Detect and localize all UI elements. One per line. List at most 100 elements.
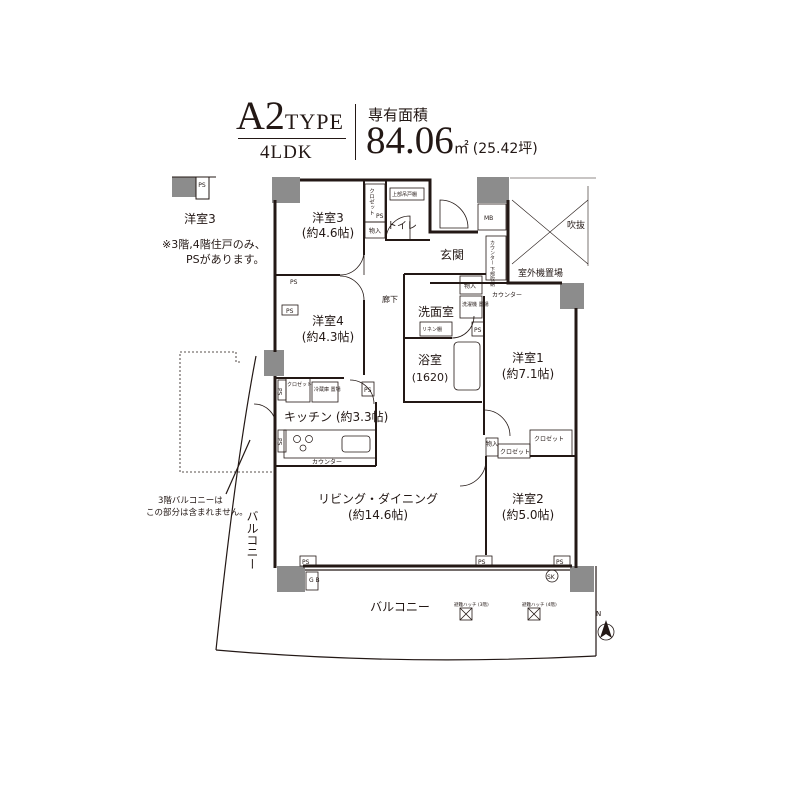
upper-cabinet-toilet xyxy=(389,187,425,201)
label-washer: 洗濯機 置場 xyxy=(462,301,489,308)
burner-2 xyxy=(305,435,313,443)
wall-corridor-east xyxy=(403,274,482,403)
label-storage-wash: 物入 xyxy=(464,282,476,290)
label-counter-entrance: カウンター xyxy=(492,291,522,299)
storage-units xyxy=(277,183,573,591)
header-divider xyxy=(355,104,356,160)
linen-shelf xyxy=(419,321,453,337)
column-se xyxy=(570,566,594,592)
type-underline xyxy=(238,138,346,139)
door-bath xyxy=(451,315,475,339)
inset-note-line2: PSがあります。 xyxy=(186,252,265,266)
label-ps-wall: PS xyxy=(286,308,294,315)
door-w1 xyxy=(483,409,511,437)
column-sw xyxy=(277,566,305,592)
type-code-letter: A2 xyxy=(236,93,285,138)
void-lines xyxy=(510,177,596,266)
balcony-bottom xyxy=(215,649,597,661)
door-kitchen xyxy=(253,403,277,427)
room-toilet: トイレ xyxy=(387,221,417,232)
hatch-3f xyxy=(459,607,473,621)
bathtub xyxy=(453,341,481,391)
room-bathroom-name: 浴室 xyxy=(418,352,442,367)
hatch-3f-x xyxy=(459,607,473,621)
ps-wall-1 xyxy=(281,304,299,316)
storage-wash xyxy=(459,275,483,295)
label-ps-balcony-c: PS xyxy=(478,559,486,566)
ps-kitchen-1 xyxy=(277,379,287,401)
label-counter-kitchen: カウンター xyxy=(312,458,342,466)
room-living-size: (約14.6帖) xyxy=(348,507,408,522)
label-upper-cabinet: 上部吊戸棚 xyxy=(392,191,417,198)
label-gb: G B xyxy=(309,577,320,584)
ps-balcony-c xyxy=(475,555,493,567)
door-swings xyxy=(253,199,511,487)
label-ps-balcony-e: PS xyxy=(556,559,564,566)
balcony-west-curve xyxy=(215,355,257,651)
room-western4-size: (約4.3帖) xyxy=(302,329,354,344)
inset-western3: PS 洋室3 xyxy=(172,176,216,226)
room-outdoor-unit: 室外機置場 xyxy=(518,267,563,279)
storage-w3 xyxy=(364,221,386,239)
room-balcony-west: バルコニー xyxy=(245,510,259,570)
label-sk: SK xyxy=(547,574,556,581)
label-closet-w2: クロゼット xyxy=(500,448,530,456)
room-western2-name: 洋室2 xyxy=(512,491,544,506)
inset-wall-block xyxy=(172,177,196,197)
label-closet-w3: クロゼット xyxy=(368,188,375,216)
area-label: 専有面積 xyxy=(368,106,429,124)
ps-wash xyxy=(471,321,485,337)
ps-balcony-w xyxy=(299,555,317,567)
room-void: 吹抜 xyxy=(567,219,585,231)
inset-ps-label: PS xyxy=(198,182,206,189)
room-western2-size: (約5.0帖) xyxy=(502,507,554,522)
door-entrance xyxy=(439,199,469,229)
label-ps-kitchen-1: PS xyxy=(276,388,283,396)
closet-w1 xyxy=(529,429,573,457)
fixture-labels: クロゼット 物入 上部吊戸棚 PS カウンター 下部収納 カウンター 物入 洗濯… xyxy=(276,188,565,608)
label-hatch-4f: 避難ハッチ (4階) xyxy=(522,601,557,608)
burner-3 xyxy=(299,444,307,452)
column-n-mid xyxy=(477,177,509,203)
shoe-counter-box xyxy=(485,235,507,281)
ps-kitchen-2 xyxy=(277,429,287,453)
hatch-4f-x xyxy=(527,607,541,621)
label-storage-w2: 物入 xyxy=(486,440,498,448)
room-western3-size: (約4.6帖) xyxy=(302,225,354,240)
column-e-upper xyxy=(560,283,584,309)
door-living xyxy=(349,379,375,405)
room-western4-name: 洋室4 xyxy=(312,313,344,328)
area-value-row: 84.06㎡ (25.42坪) xyxy=(366,118,538,163)
compass-icon: N xyxy=(596,610,615,641)
compass-needle xyxy=(600,620,612,638)
label-ps-wash: PS xyxy=(474,327,482,334)
type-word: TYPE xyxy=(284,109,344,134)
washer-box xyxy=(459,295,483,319)
sk-circle xyxy=(545,569,559,583)
label-fridge: 冷蔵庫 置場 xyxy=(314,386,341,393)
compass-label: N xyxy=(596,610,601,618)
area-value: 84.06 xyxy=(366,119,454,162)
room-entrance: 玄関 xyxy=(440,247,464,262)
void-diag-2 xyxy=(511,199,589,265)
layout-label: 4LDK xyxy=(260,142,313,163)
label-linen: リネン棚 xyxy=(422,326,442,333)
kitchen-counter xyxy=(283,429,377,459)
label-mb: MB xyxy=(484,215,493,222)
label-closet-kitchen: クロゼット xyxy=(287,381,312,388)
label-storage-w3: 物入 xyxy=(369,227,381,235)
burner-1 xyxy=(293,435,301,443)
note-balcony-3f-line2: この部分は含まれません。 xyxy=(146,507,248,518)
room-bathroom-size: (1620) xyxy=(412,371,449,384)
area-unit: ㎡ xyxy=(453,141,469,157)
cooktop xyxy=(293,435,313,452)
door-toilet xyxy=(385,215,411,241)
hatch-4f xyxy=(527,607,541,621)
ps-living xyxy=(361,381,375,397)
label-ps-balcony-w: PS xyxy=(302,559,310,566)
label-closet-w1: クロゼット xyxy=(534,435,564,443)
column-nw xyxy=(272,177,300,203)
column-w-mid xyxy=(264,350,284,376)
inset-room-label: 洋室3 xyxy=(184,211,216,226)
closet-w2 xyxy=(497,443,531,459)
